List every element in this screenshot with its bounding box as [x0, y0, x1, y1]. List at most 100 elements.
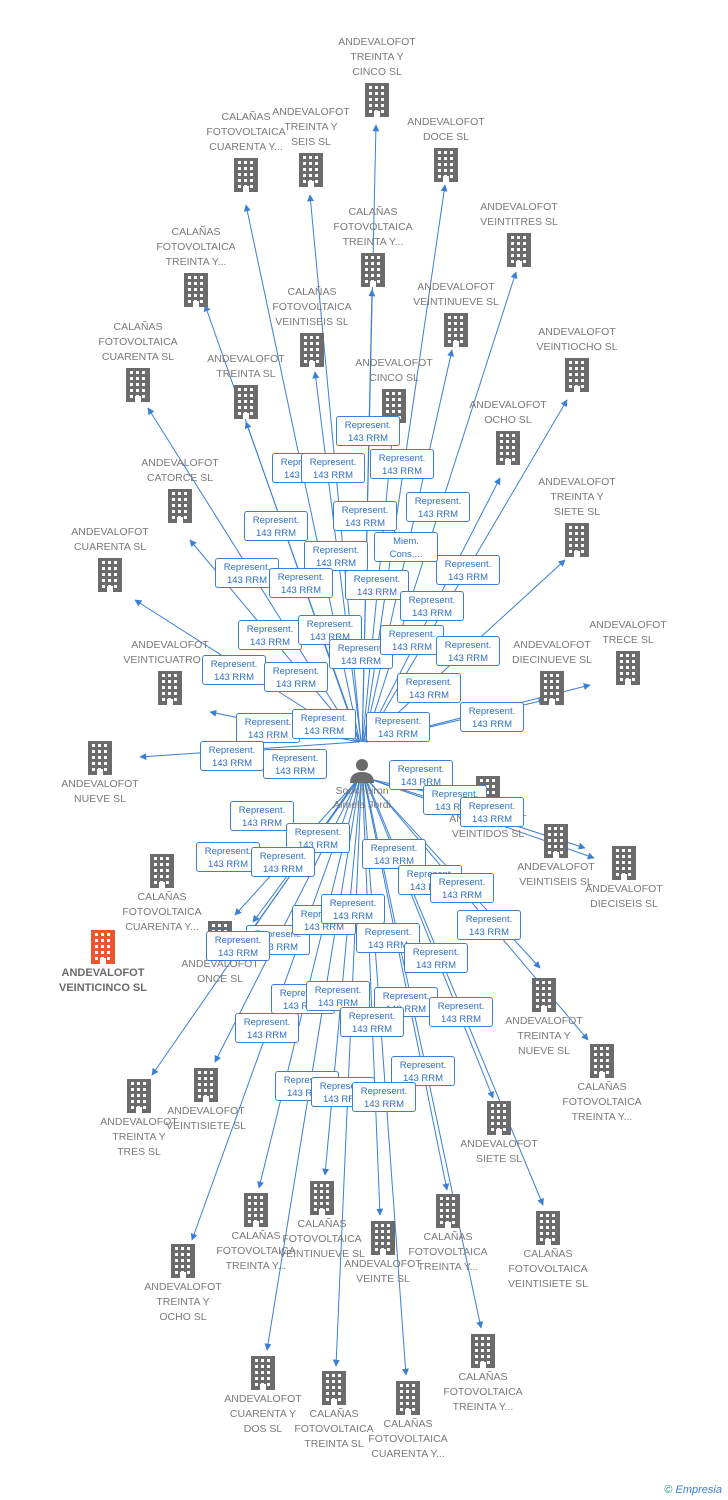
relation-badge[interactable]: Represent.143 RRM [235, 1013, 299, 1043]
relation-badge[interactable]: Represent.143 RRM [397, 673, 461, 703]
relation-badge[interactable]: Represent.143 RRM [230, 801, 294, 831]
relation-badge[interactable]: Represent.143 RRM [200, 741, 264, 771]
relation-badge[interactable]: Represent.143 RRM [336, 416, 400, 446]
relation-badge[interactable]: Represent.143 RRM [244, 511, 308, 541]
relation-type: Represent. [238, 805, 286, 816]
relation-badge[interactable]: Represent.143 RRM [345, 570, 409, 600]
relation-type: Represent. [444, 640, 492, 651]
relation-badge[interactable]: Represent.143 RRM [436, 636, 500, 666]
relation-badge[interactable]: Represent.143 RRM [238, 620, 302, 650]
relation-badge[interactable]: Represent.143 RRM [251, 847, 315, 877]
relation-badge[interactable]: Represent.143 RRM [460, 797, 524, 827]
relation-badge[interactable]: Represent.143 RRM [406, 492, 470, 522]
relation-badge[interactable]: Represent.143 RRM [391, 1056, 455, 1086]
member-badge[interactable]: Miem.Cons.... [374, 532, 438, 562]
relation-badge[interactable]: Represent.143 RRM [333, 501, 397, 531]
company-label-line: CALAÑAS [113, 321, 163, 333]
relation-badge[interactable]: Represent.143 RRM [404, 943, 468, 973]
relation-badge[interactable]: Represent.143 RRM [430, 873, 494, 903]
relation-badge[interactable]: Represent.143 RRM [196, 842, 260, 872]
relation-badge[interactable]: Represent.143 RRM [366, 712, 430, 742]
relation-badge[interactable]: Represent.143 RRM [380, 625, 444, 655]
building-icon [158, 671, 182, 705]
relation-badge[interactable]: Represent.143 RRM [304, 541, 368, 571]
relation-badge[interactable]: Represent.143 RRM [340, 1007, 404, 1037]
relation-badge[interactable]: Represent.143 RRM [301, 453, 365, 483]
relation-badge[interactable]: Represent.143 RRM [362, 839, 426, 869]
company-label-line: TREINTA Y [112, 1131, 166, 1143]
relation-badge[interactable]: Represent.143 RRM [264, 662, 328, 692]
company-label-line: ANDEVALOFOT [338, 36, 416, 48]
center-person[interactable]: Soucheiron Almela Jordi [332, 756, 392, 812]
relation-badge[interactable]: Represent.143 RRM [206, 931, 270, 961]
relation-badge[interactable]: Represent.143 RRM [263, 749, 327, 779]
relation-badge[interactable]: Represent.143 RRM [292, 709, 356, 739]
relation-badge[interactable]: Represent.143 RRM [460, 702, 524, 732]
relation-type: Represent. [252, 515, 300, 526]
relation-badge[interactable]: Represent.143 RRM [321, 894, 385, 924]
company-label-line: VEINTISIETE SL [166, 1120, 246, 1132]
relation-badge[interactable]: Represent.143 RRM [429, 997, 493, 1027]
company-label-line: CALAÑAS [383, 1418, 433, 1430]
relation-badge[interactable]: Represent.143 RRM [306, 981, 370, 1011]
relation-badge[interactable]: Represent.143 RRM [215, 558, 279, 588]
relation-badge[interactable]: Represent.143 RRM [269, 568, 333, 598]
relation-badge[interactable]: Represent.143 RRM [236, 713, 300, 743]
relation-badge[interactable]: Represent.143 RRM [370, 449, 434, 479]
company-label-line: FOTOVOLTAICA [272, 301, 352, 313]
relation-badge[interactable]: Represent.143 RRM [457, 910, 521, 940]
relation-badge[interactable]: Represent.143 RRM [202, 655, 266, 685]
company-label-line: TREINTA Y [517, 1030, 571, 1042]
relation-badge[interactable]: Represent.143 RRM [436, 555, 500, 585]
company-label-line: VEINTIDOS SL [451, 828, 525, 840]
relation-badge[interactable]: Represent.143 RRM [352, 1082, 416, 1112]
relation-reference: 143 RRM [332, 911, 374, 922]
company-label-line: FOTOVOLTAICA [282, 1233, 362, 1245]
relation-badge[interactable]: Represent.143 RRM [400, 591, 464, 621]
company-label-line: CUARENTA Y... [371, 1448, 445, 1460]
